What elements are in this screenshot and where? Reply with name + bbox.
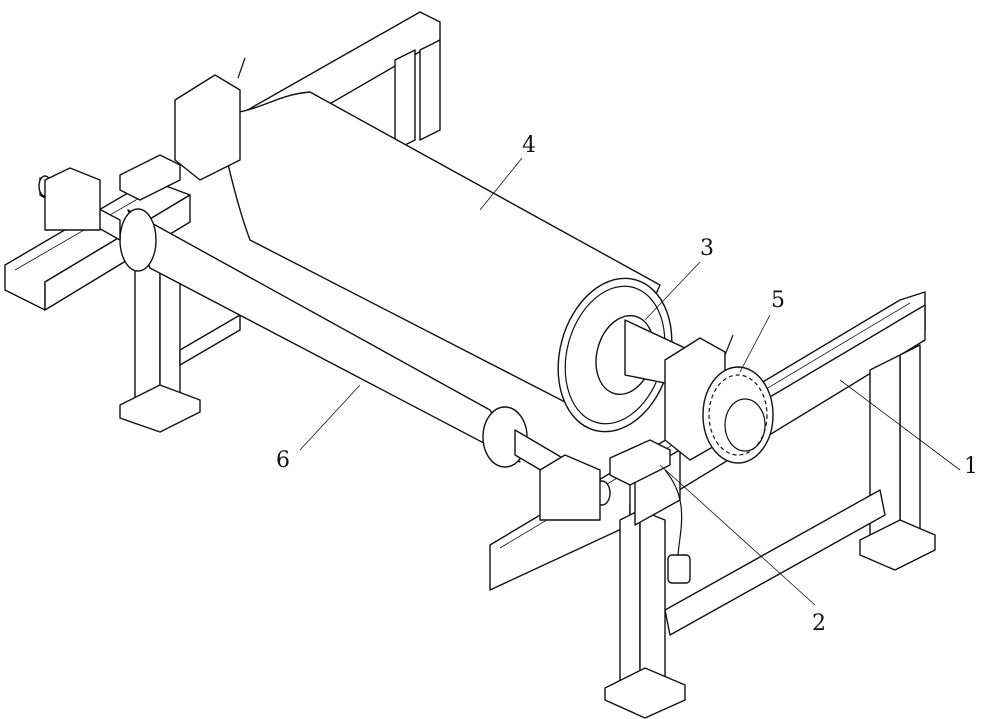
bearing-blocks xyxy=(119,57,734,486)
callout-4: 4 xyxy=(522,133,536,158)
left-legs xyxy=(119,257,241,433)
motor xyxy=(664,469,691,584)
callout-5: 5 xyxy=(771,288,785,313)
callout-2: 2 xyxy=(812,611,826,636)
gear xyxy=(702,366,774,464)
callout-1: 1 xyxy=(964,454,978,479)
leader-lines xyxy=(299,157,961,606)
guide-roller xyxy=(38,167,611,521)
callout-6: 6 xyxy=(276,448,290,473)
callout-3: 3 xyxy=(700,236,714,261)
